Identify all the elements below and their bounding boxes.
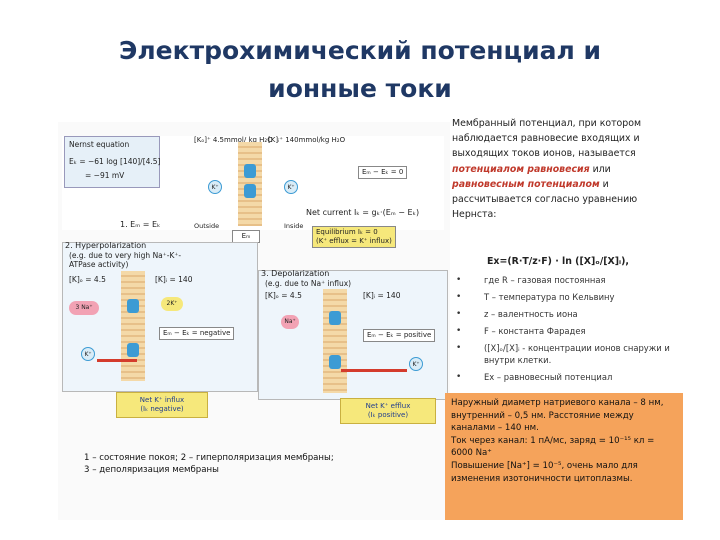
k-channel [127, 343, 139, 357]
variable-list: где R – газовая постоянная T – температу… [456, 275, 682, 389]
desc-text-3: и рассчитывается согласно уравнению Нерн… [452, 178, 638, 221]
nernst-result: = −91 mV [85, 171, 125, 180]
k-ion: K⁺ [284, 180, 298, 194]
panel-depolarization: 3. Depolarization (e.g. due to Na⁺ influ… [258, 269, 448, 400]
na-ion: Na⁺ [281, 315, 299, 329]
inside-label: Inside [284, 222, 304, 230]
k-ion: K⁺ [208, 180, 222, 194]
list-item: где R – газовая постоянная [456, 275, 682, 287]
k-channel [244, 184, 256, 198]
k-efflux-arrow [341, 369, 407, 372]
list-item: z – валентность иона [456, 309, 682, 321]
k-ion: K⁺ [409, 357, 423, 371]
net-current-label: Net current Iₖ = gₖ·(Eₘ − Eₖ) [306, 208, 420, 217]
depol-heading: 3. Depolarization [261, 269, 330, 278]
membrane [121, 271, 145, 381]
na-channel [329, 311, 341, 325]
hyper-k-in: [K]ᵢ = 140 [155, 275, 193, 284]
fact-line-1: Наружный диаметр натриевого канала – 8 н… [451, 398, 664, 434]
nernst-box: Nernst equation Eₖ = −61 log [140]/[4.5]… [64, 136, 161, 188]
hyper-k-out: [K]ₒ = 4.5 [69, 275, 106, 284]
net-efflux-sub: (Iₖ positive) [367, 411, 409, 419]
hyper-sub-2: ATPase activity) [69, 260, 129, 269]
net-efflux-label: Net K⁺ efflux [365, 402, 411, 410]
potential-description: Мембранный потенциал, при котором наблюд… [452, 116, 664, 222]
desc-highlight-1: потенциалом равновесия [452, 163, 590, 175]
list-item: F – константа Фарадея [456, 326, 682, 338]
em-ek-box: Eₘ − Eₖ = 0 [358, 166, 408, 179]
panel-hyperpolarization: 2. Hyperpolarization (e.g. due to very h… [62, 241, 258, 392]
nernst-formula: Ex=(R·T/z·F) · ln ([X]ₒ/[X]ᵢ), [487, 256, 629, 267]
equilibrium-box: Equilibrium Iₖ = 0 (K⁺ efflux = K⁺ influ… [312, 226, 396, 248]
nernst-equation: Eₖ = −61 log [140]/[4.5] [69, 157, 161, 166]
sodium-channel-facts: Наружный диаметр натриевого канала – 8 н… [445, 393, 683, 520]
membrane [323, 289, 347, 393]
depol-k-in: [K]ᵢ = 140 [363, 291, 401, 300]
k-channel [244, 164, 256, 178]
caption-line-1: 1 – состояние покоя; 2 – гиперполяризаци… [84, 453, 334, 463]
list-item: T – температура по Кельвину [456, 292, 682, 304]
figure-caption: 1 – состояние покоя; 2 – гиперполяризаци… [84, 452, 414, 476]
nernst-label: Nernst equation [69, 140, 130, 149]
equilibrium-label: Equilibrium Iₖ = 0 [316, 228, 378, 236]
equilibrium-sub: (K⁺ efflux = K⁺ influx) [316, 237, 392, 245]
k-inside-conc: [K]ᵢ⁺ 140mmol/kg H₂O [268, 136, 346, 144]
desc-text-2: или [589, 163, 611, 175]
desc-text-1: Мембранный потенциал, при котором наблюд… [452, 118, 642, 160]
hyper-heading: 2. Hyperpolarization [65, 241, 147, 250]
list-item: ([X]ₒ/[X]ᵢ - концентрации ионов снаружи … [456, 343, 682, 366]
title-line-2: ионные токи [268, 74, 452, 103]
em-meter: Eₘ [232, 230, 260, 243]
depol-sub: (e.g. due to Na⁺ influx) [265, 279, 352, 288]
resting-label: 1. Eₘ = Eₖ [120, 220, 161, 229]
fact-line-3: Повышение [Na⁺] = 10⁻⁵, очень мало для и… [451, 460, 638, 484]
net-efflux-box: Net K⁺ efflux (Iₖ positive) [340, 398, 436, 424]
net-influx-label: Net K⁺ influx [139, 396, 185, 404]
desc-highlight-2: равновесным потенциалом [452, 178, 600, 190]
net-influx-box: Net K⁺ influx (Iₖ negative) [116, 392, 208, 418]
caption-line-2: 3 – деполяризация мембраны [84, 465, 219, 475]
na-ions: 3 Na⁺ [69, 301, 99, 315]
k-influx-arrow [97, 359, 137, 362]
hyper-sub-1: (e.g. due to very high Na⁺-K⁺- [69, 251, 182, 260]
k-ion: K⁺ [81, 347, 95, 361]
hyper-em-box: Eₘ − Eₖ = negative [159, 327, 235, 340]
list-item: Ex – равновесный потенциал [456, 372, 682, 384]
k-outside-conc: [Kₒ]⁺ 4.5mmol/ kg H₂O [194, 136, 273, 144]
k-channel [127, 299, 139, 313]
panel-resting-state: Nernst equation Eₖ = −61 log [140]/[4.5]… [62, 136, 444, 230]
page-title: Электрохимический потенциал и ионные ток… [60, 32, 660, 108]
fact-line-2: Ток через канал: 1 пА/мс, заряд = 10⁻¹⁵ … [451, 435, 655, 459]
k-ions: 2K⁺ [161, 297, 183, 311]
title-line-1: Электрохимический потенциал и [119, 36, 601, 65]
depol-k-out: [K]ₒ = 4.5 [265, 291, 302, 300]
k-channel [329, 355, 341, 369]
depol-em-box: Eₘ − Eₖ = positive [363, 329, 436, 342]
outside-label: Outside [194, 222, 220, 230]
net-influx-sub: (Iₖ negative) [140, 405, 184, 413]
ion-current-figure: Nernst equation Eₖ = −61 log [140]/[4.5]… [58, 122, 450, 520]
